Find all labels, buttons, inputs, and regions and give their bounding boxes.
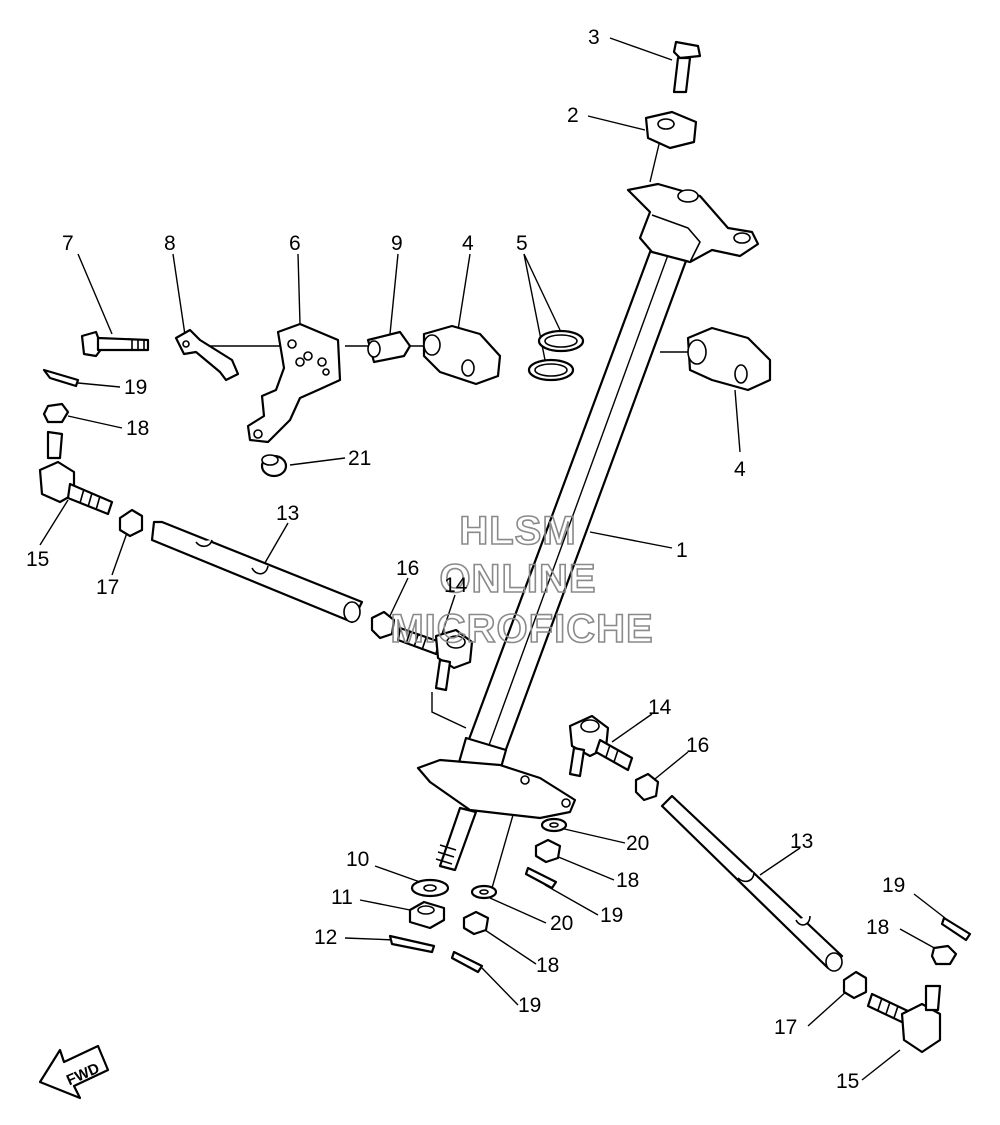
bolt-7: [80, 330, 150, 358]
circlip-5: [527, 329, 585, 382]
callout-20-lower: 20: [550, 912, 573, 935]
nut-17-left: [118, 508, 144, 538]
callout-14-left: 14: [444, 574, 468, 597]
cotter-pin-12: [388, 934, 436, 954]
tie-rod-13-left: [150, 520, 364, 624]
upper-column-bracket: [626, 182, 760, 264]
callout-4-right: 4: [734, 458, 746, 481]
cotter-pin-19-mid: [524, 866, 558, 890]
callout-19-left: 19: [124, 376, 147, 399]
lock-plate-8: [174, 328, 240, 382]
cotter-pin-19-right: [940, 916, 972, 942]
callout-12: 12: [314, 926, 337, 949]
tie-rod-end-15-right: [866, 984, 942, 1054]
callout-6: 6: [289, 232, 301, 255]
collar-9: [366, 330, 412, 364]
tie-rod-end-14-right: [568, 714, 634, 778]
callout-16-right: 16: [686, 734, 709, 757]
grommet-21: [260, 454, 288, 478]
flange-nut-11: [408, 900, 446, 930]
callout-10: 10: [346, 848, 369, 871]
callout-1: 1: [676, 539, 688, 562]
callout-18-upper: 18: [616, 869, 639, 892]
callout-16-left: 16: [396, 557, 419, 580]
callout-19-mid: 19: [600, 904, 623, 927]
cotter-pin-19-lower: [450, 950, 484, 974]
callout-18-right: 18: [866, 916, 889, 939]
callout-8: 8: [164, 232, 176, 255]
callout-15-right: 15: [836, 1070, 859, 1093]
tie-rod-end-15-left: [38, 430, 114, 516]
bracket-6: [246, 322, 342, 444]
callout-13-right: 13: [790, 830, 813, 853]
nut-18-upper: [534, 838, 562, 864]
callout-13-left: 13: [276, 502, 299, 525]
callout-4-left: 4: [462, 232, 474, 255]
cotter-pin-19-left: [42, 368, 80, 388]
callout-17-left: 17: [96, 576, 119, 599]
callout-19-lower: 19: [518, 994, 541, 1017]
bushing-4-right: [686, 326, 772, 392]
nut-16-left: [370, 610, 396, 640]
washer-20-upper: [540, 817, 568, 833]
tie-rod-13-right: [660, 794, 844, 972]
callout-21: 21: [348, 447, 371, 470]
leader-lines: [39, 37, 946, 1081]
washer-20-lower: [470, 884, 498, 900]
callout-2: 2: [567, 104, 579, 127]
callout-18-left: 18: [126, 417, 149, 440]
steering-column-shaft: [416, 234, 692, 872]
tie-rod-end-14-left: [396, 626, 474, 692]
callout-labels: 3 2 7 8 6 9 4 5 19 18 21 4 15 17 13 1 16…: [26, 26, 905, 1093]
watermark-line3: MICROFICHE: [390, 607, 653, 651]
callout-7: 7: [62, 232, 74, 255]
callout-19-right: 19: [882, 874, 905, 897]
watermark: HLSM ONLINE MICROFICHE: [390, 508, 654, 652]
callout-18-lower: 18: [536, 954, 559, 977]
callout-20-upper: 20: [626, 832, 649, 855]
watermark-line2: ONLINE: [439, 557, 596, 601]
nut-16-right: [634, 772, 660, 802]
nut-18-lower: [462, 910, 490, 936]
callout-17-right: 17: [774, 1016, 797, 1039]
callout-5: 5: [516, 232, 528, 255]
callout-3: 3: [588, 26, 600, 49]
callout-15-left: 15: [26, 548, 49, 571]
castle-nut-18-right: [930, 944, 958, 966]
fwd-arrow-icon: FWD: [38, 1044, 110, 1100]
clamp-2: [644, 110, 698, 150]
callout-9: 9: [391, 232, 403, 255]
bushing-4-left: [422, 324, 502, 386]
castle-nut-18-left: [42, 402, 70, 424]
washer-10: [410, 878, 450, 898]
watermark-line1: HLSM: [459, 509, 576, 553]
bolt-3: [672, 40, 702, 94]
callout-14-right: 14: [648, 696, 672, 719]
callout-11: 11: [331, 886, 353, 909]
nut-17-right: [842, 970, 868, 1000]
